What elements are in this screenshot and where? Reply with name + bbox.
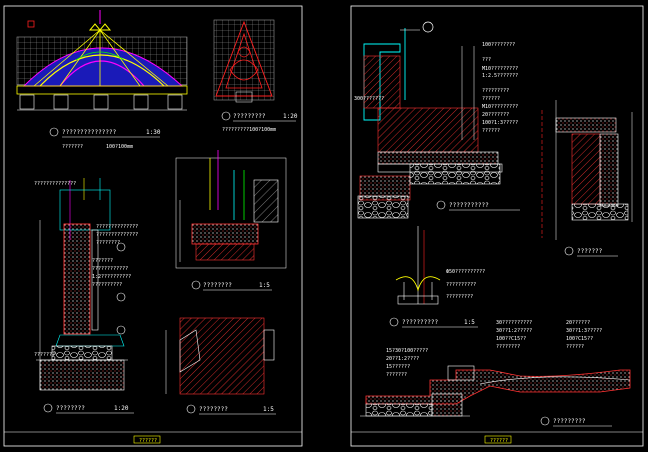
- right-title-block: [484, 435, 512, 444]
- detail-a-callout-1: ??????????????: [96, 224, 138, 230]
- detail-a-callout-8: ???????: [34, 352, 55, 358]
- detail-3-title: ??????????: [402, 319, 439, 326]
- detail-1-layer-1: ???: [482, 57, 491, 63]
- wall-section-detail: ?????????????? ?????????????? ??????????…: [34, 178, 138, 414]
- detail-1-layer-7: M10?????????: [482, 104, 518, 110]
- left-title-block: [133, 435, 161, 444]
- detail-3-callout-0: Ф50??????????: [446, 269, 485, 275]
- detail-4-layer-right-1: 30??1:3?????: [566, 328, 602, 334]
- detail-1-layer-0: 100????????: [482, 42, 515, 48]
- detail-1-layer-2: M10?????????: [482, 66, 518, 72]
- detail-a-callout-3: ????????: [96, 240, 120, 246]
- detail-a-scale: 1:20: [114, 405, 129, 412]
- pool-wall-section: 100???????? ??? M10????????? 1:2.5??????…: [354, 21, 520, 219]
- detail-4-layer-right-0: 20??????: [566, 320, 590, 326]
- detail-4-title: ?????????: [553, 418, 586, 425]
- view1-note-value: 100?100mm: [106, 144, 133, 150]
- detail-4-layer-right-2: 100?C15??: [566, 336, 593, 342]
- detail-b: ???????? 1:5: [175, 150, 287, 291]
- right-sheet-frame: [350, 5, 644, 447]
- detail-1-layer-3: 1:2.5???????: [482, 73, 518, 79]
- right-sheet: ?????? 100???????? ??? M10????????? 1:2.…: [350, 5, 644, 447]
- detail-3-scale: 1:5: [464, 319, 475, 326]
- detail-a-callout-4: ???????: [92, 258, 113, 264]
- detail-c-scale: 1:5: [263, 406, 274, 413]
- view2-note: ?????????100?100mm: [222, 127, 276, 133]
- detail-1-layer-8: 20???????: [482, 112, 509, 118]
- left-title-block-label: ??????: [139, 438, 157, 444]
- left-sheet-frame: [3, 5, 303, 447]
- detail-1-layer-4: ?????????: [482, 88, 509, 94]
- dome-elevation-view: ??????????????? 1:30 ??????? 100?100mm: [16, 10, 188, 150]
- detail-2: ???????: [541, 100, 633, 257]
- detail-1-layer-9: 100?1:3?????: [482, 120, 518, 126]
- view1-title: ???????????????: [62, 129, 117, 136]
- detail-b-title: ????????: [203, 282, 232, 289]
- triangle-panel-view: ????????? 1:20 ?????????100?100mm: [213, 19, 298, 133]
- view1-scale: 1:30: [146, 129, 161, 136]
- detail-1-layer-10: ??????: [482, 128, 500, 134]
- detail-4-layer-mid-3: ????????: [496, 344, 520, 350]
- right-title-block-label: ??????: [490, 438, 508, 444]
- detail-1-layer-6: ??????: [482, 96, 500, 102]
- detail-3: Ф50?????????? ?????????? ????????? ?????…: [389, 226, 485, 328]
- detail-4-layer-left-0: 15?30?100?????: [386, 348, 428, 354]
- detail-1-layer-5: 300???????: [354, 96, 384, 102]
- detail-a-callout-0: ??????????????: [34, 181, 76, 187]
- detail-4: 15?30?100????? 20??1:2???? 15?????? ????…: [360, 320, 631, 427]
- detail-4-layer-right-3: ??????: [566, 344, 584, 350]
- detail-a-callout-6: 1:2??????????: [92, 274, 131, 280]
- detail-4-layer-left-2: 15??????: [386, 364, 410, 370]
- detail-c-title: ????????: [199, 406, 228, 413]
- view2-scale: 1:20: [283, 113, 298, 120]
- detail-4-layer-mid-1: 30??1:2?????: [496, 328, 532, 334]
- detail-4-layer-mid-2: 100??C15??: [496, 336, 526, 342]
- left-sheet: ?????? ??????????????? 1:30 ???????: [3, 5, 303, 447]
- detail-c: ???????? 1:5: [165, 317, 276, 415]
- detail-4-layer-left-3: ???????: [386, 372, 407, 378]
- detail-b-scale: 1:5: [259, 282, 270, 289]
- detail-3-callout-1: ??????????: [446, 282, 476, 288]
- detail-4-layer-mid-0: 30??????????: [496, 320, 532, 326]
- detail-2-title: ???????: [577, 248, 603, 255]
- detail-4-layer-left-1: 20??1:2????: [386, 356, 419, 362]
- detail-1-title: ???????????: [449, 202, 489, 209]
- view1-note-label: ???????: [62, 144, 83, 150]
- detail-a-title: ????????: [56, 405, 85, 412]
- detail-a-callout-7: ??????????: [92, 282, 122, 288]
- detail-a-callout-5: ????????????: [92, 266, 128, 272]
- detail-3-callout-2: ?????????: [446, 294, 473, 300]
- detail-a-callout-2: ??????????????: [96, 232, 138, 238]
- view2-title: ?????????: [233, 113, 266, 120]
